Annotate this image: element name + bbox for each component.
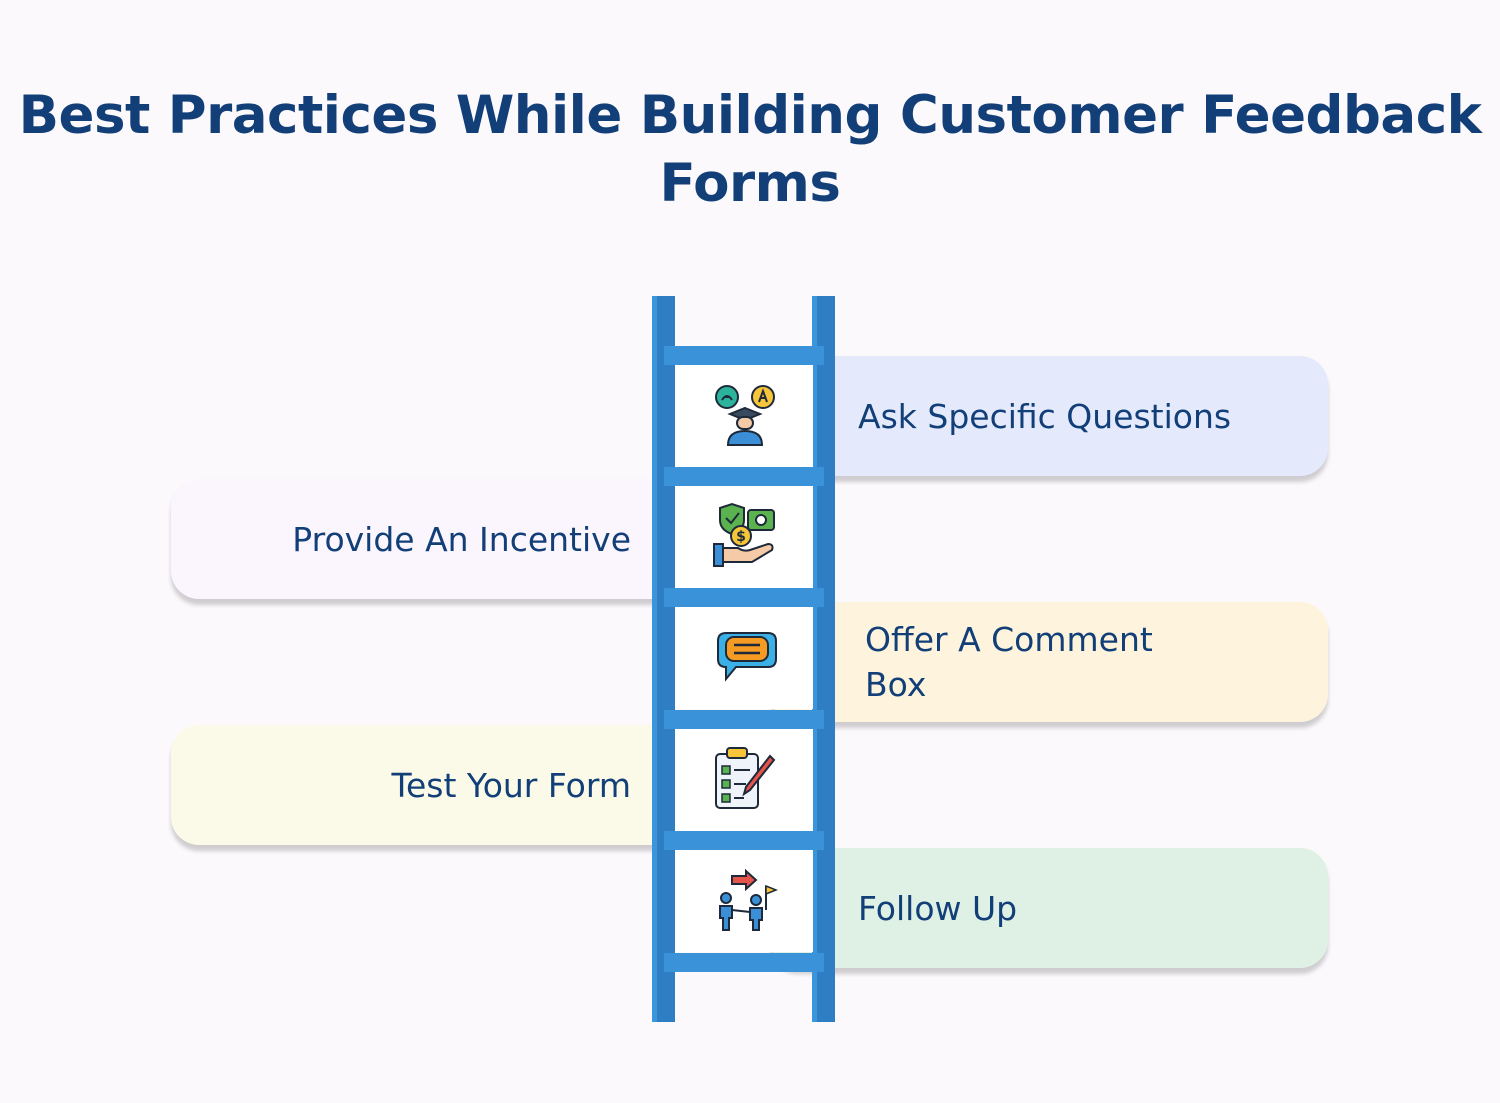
step-card-offer-a-comment-box: Offer A Comment Box — [770, 602, 1328, 722]
step-label: Ask Specific Questions — [858, 396, 1232, 436]
ladder-rail-left — [652, 296, 675, 1022]
step-card-provide-an-incentive: Provide An Incentive — [171, 479, 701, 599]
step-label: Offer A Comment Box — [865, 620, 1153, 704]
step-card-test-your-form: Test Your Form — [171, 725, 701, 845]
ladder-rung — [664, 346, 824, 365]
page-title: Best Practices While Building Customer F… — [18, 85, 1482, 214]
step-label: Provide An Incentive — [292, 519, 631, 559]
qa-graduate-icon — [715, 385, 775, 446]
step-card-ask-specific-questions: Ask Specific Questions — [770, 356, 1328, 476]
step-label: Follow Up — [858, 888, 1018, 928]
svg-text:$: $ — [736, 529, 746, 545]
chat-bubble-icon — [717, 632, 777, 682]
step-label: Test Your Form — [391, 765, 631, 805]
ladder-rung — [664, 467, 824, 486]
people-flag-icon — [719, 868, 779, 931]
ladder-rail-right — [812, 296, 835, 1022]
ladder-rung — [664, 710, 824, 729]
ladder-rung — [664, 588, 824, 607]
checklist-clipboard-icon — [715, 747, 776, 809]
money-hand-icon: $ — [713, 502, 775, 567]
step-card-follow-up: Follow Up — [770, 848, 1328, 968]
ladder-rung — [664, 953, 824, 972]
ladder-rung — [664, 831, 824, 850]
icon-tile — [675, 850, 813, 952]
